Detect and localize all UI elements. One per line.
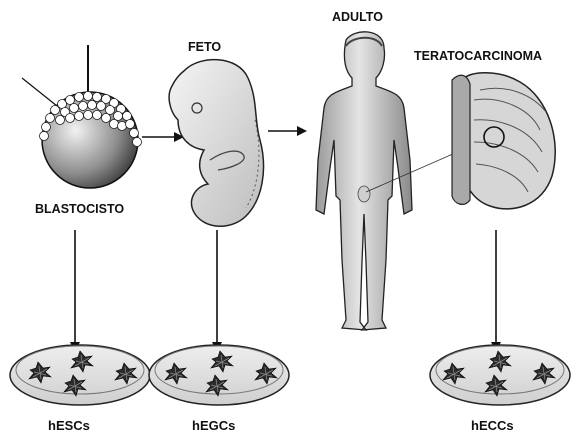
label-hegcs: hEGCs: [192, 418, 235, 433]
label-adulto: ADULTO: [332, 10, 383, 24]
teratocarcinoma-illustration: [452, 73, 555, 209]
petri-dish-hegcs: [149, 345, 289, 405]
petri-dish-hescs: [10, 345, 150, 405]
fetus-illustration: [169, 60, 263, 227]
label-teratocarcinoma: TERATOCARCINOMA: [414, 49, 542, 63]
adult-body: [316, 32, 412, 330]
blastocyst-illustration: [22, 45, 142, 188]
label-heccs: hECCs: [471, 418, 514, 433]
adult-groin: [358, 186, 370, 202]
testis-body: [460, 73, 555, 209]
label-hescs: hESCs: [48, 418, 90, 433]
petri-dish-heccs: [430, 345, 570, 405]
fetus-body: [169, 60, 263, 227]
label-blastocisto: BLASTOCISTO: [35, 202, 124, 216]
adult-human-figure: [316, 32, 412, 330]
epididymis: [452, 75, 470, 204]
label-feto: FETO: [188, 40, 221, 54]
